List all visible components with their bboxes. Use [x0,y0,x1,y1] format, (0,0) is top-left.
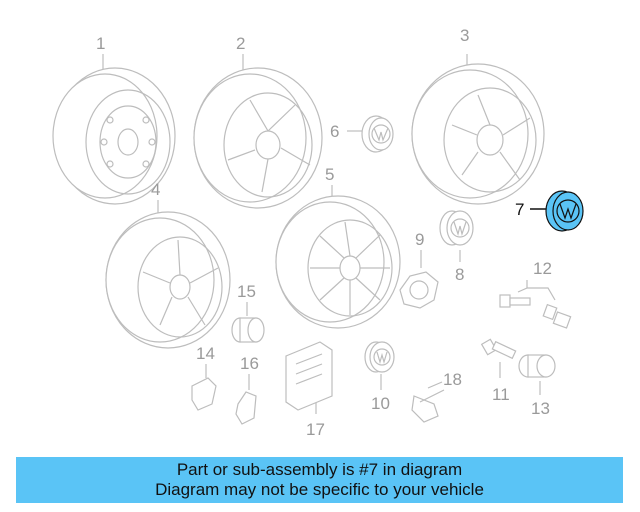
part-16-bracket[interactable] [235,374,257,425]
label-part-3: 3 [460,26,469,45]
part-10-center-cap[interactable] [364,341,395,390]
part-15-bushing[interactable] [231,302,265,343]
part-12-wheel-bolts[interactable] [499,280,572,329]
parts-diagram: 1 2 3 4 5 [52,26,584,439]
part-5-alloy-wheel[interactable] [275,185,401,329]
banner-line-1: Part or sub-assembly is #7 in diagram [176,460,463,479]
part-17-control-module[interactable] [285,341,333,414]
label-part-11: 11 [492,385,510,404]
part-7-center-cap-highlighted[interactable] [530,190,584,232]
label-part-1: 1 [96,34,105,53]
banner-line-2: Diagram may not be specific to your vehi… [155,480,484,499]
label-part-12: 12 [533,259,552,278]
info-banner: Part or sub-assembly is #7 in diagram Di… [16,457,623,503]
part-6-center-cap[interactable] [347,115,394,153]
label-part-7: 7 [515,200,524,219]
label-part-18: 18 [443,370,462,389]
label-part-8: 8 [455,265,464,284]
label-part-10: 10 [371,394,390,413]
part-4-alloy-wheel[interactable] [105,200,231,349]
label-part-13: 13 [531,399,550,418]
label-part-6: 6 [330,122,339,141]
label-part-5: 5 [325,165,334,184]
part-18-pressure-sensor[interactable] [411,381,445,423]
part-11-wheel-bolt[interactable] [480,338,517,378]
label-part-17: 17 [306,420,325,439]
part-9-center-emblem[interactable] [399,250,439,309]
part-2-alloy-wheel[interactable] [193,54,323,209]
part-14-sensor-bracket[interactable] [191,364,217,411]
part-1-steel-wheel[interactable] [52,54,176,205]
part-8-center-cap[interactable] [439,210,474,262]
part-13-bolt-cap[interactable] [518,354,556,395]
label-part-9: 9 [415,230,424,249]
label-part-4: 4 [151,180,160,199]
part-3-alloy-wheel[interactable] [411,54,545,205]
label-part-2: 2 [236,34,245,53]
label-part-16: 16 [240,354,259,373]
label-part-15: 15 [237,282,256,301]
label-part-14: 14 [196,344,215,363]
